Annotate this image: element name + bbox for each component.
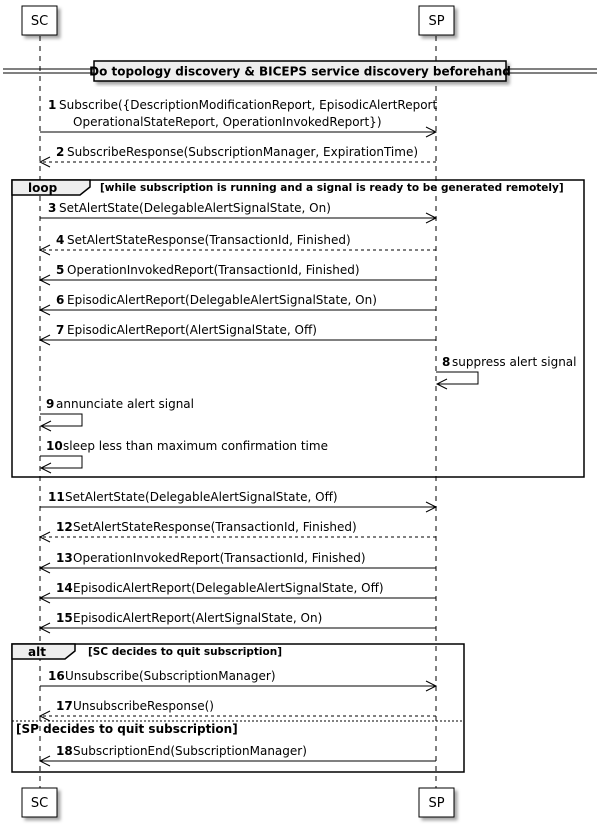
message-4-number: 4 <box>56 233 64 247</box>
message-2-arrowhead <box>38 156 51 168</box>
message-1-label-line-1: Subscribe({DescriptionModificationReport… <box>59 98 437 112</box>
message-12-number: 12 <box>56 520 73 534</box>
message-12-arrowhead <box>38 531 51 543</box>
message-16-number: 16 <box>48 669 65 683</box>
message-8-label: suppress alert signal <box>452 355 576 369</box>
message-4-arrowhead <box>38 244 51 256</box>
participant-sp-top: SP <box>418 5 455 36</box>
alt-guard-1: [SC decides to quit subscription] <box>88 646 282 658</box>
message-5-label-line-1: OperationInvokedReport(TransactionId, Fi… <box>67 263 360 277</box>
message-15-label-line-1: EpisodicAlertReport(AlertSignalState, On… <box>73 611 322 625</box>
message-1-arrowhead <box>425 126 438 138</box>
participant-sc-top: SC <box>21 5 58 36</box>
message-6-arrowhead <box>38 304 51 316</box>
alt-guard-2: [SP decides to quit subscription] <box>16 722 238 736</box>
alt-keyword: alt <box>28 645 46 659</box>
message-15-number: 15 <box>56 611 73 625</box>
divider: Do topology discovery & BICEPS service d… <box>3 60 597 82</box>
message-10-number: 10 <box>46 439 63 453</box>
message-1-label-line-2: OperationalStateReport, OperationInvoked… <box>73 115 382 129</box>
message-6-label-line-1: EpisodicAlertReport(DelegableAlertSignal… <box>67 293 377 307</box>
message-7-label-line-1: EpisodicAlertReport(AlertSignalState, Of… <box>67 323 317 337</box>
message-1-number: 1 <box>48 98 56 112</box>
message-14-label-line-1: EpisodicAlertReport(DelegableAlertSignal… <box>73 581 384 595</box>
message-3-number: 3 <box>48 201 56 215</box>
message-2-number: 2 <box>56 145 64 159</box>
message-3-arrowhead <box>425 212 438 224</box>
message-10-label: sleep less than maximum confirmation tim… <box>63 439 328 453</box>
participant-sp-bottom: SP <box>418 787 455 818</box>
message-8-line <box>436 371 479 385</box>
message-9-label: annunciate alert signal <box>56 397 194 411</box>
message-11-arrowhead <box>425 501 438 513</box>
message-17-label-line-1: UnsubscribeResponse() <box>73 699 214 713</box>
message-7-number: 7 <box>56 323 64 337</box>
message-10-line <box>40 455 83 469</box>
message-16-arrowhead <box>425 680 438 692</box>
message-18-label-line-1: SubscriptionEnd(SubscriptionManager) <box>73 744 307 758</box>
message-3-label-line-1: SetAlertState(DelegableAlertSignalState,… <box>59 201 331 215</box>
message-17-number: 17 <box>56 699 73 713</box>
message-4-label-line-1: SetAlertStateResponse(TransactionId, Fin… <box>67 233 351 247</box>
participant-sp-top-label: SP <box>428 14 444 29</box>
message-8-number: 8 <box>442 355 450 369</box>
message-14-number: 14 <box>56 581 73 595</box>
message-2-label-line-1: SubscribeResponse(SubscriptionManager, E… <box>67 145 418 159</box>
message-5-arrowhead <box>38 274 51 286</box>
message-13-label-line-1: OperationInvokedReport(TransactionId, Fi… <box>73 551 366 565</box>
message-18-arrowhead <box>38 755 51 767</box>
message-8-arrowhead <box>435 378 448 390</box>
participant-sc-bottom: SC <box>21 787 58 818</box>
message-18-number: 18 <box>56 744 73 758</box>
participant-sc-top-label: SC <box>31 14 48 29</box>
message-9-number: 9 <box>46 397 54 411</box>
message-13-arrowhead <box>38 562 51 574</box>
message-5-number: 5 <box>56 263 64 277</box>
loop-fragment: loop [while subscription is running and … <box>11 179 585 478</box>
message-11-label-line-1: SetAlertState(DelegableAlertSignalState,… <box>65 490 338 504</box>
message-16-label-line-1: Unsubscribe(SubscriptionManager) <box>65 669 276 683</box>
message-6-number: 6 <box>56 293 64 307</box>
loop-keyword: loop <box>28 181 58 195</box>
message-15-arrowhead <box>38 622 51 634</box>
message-11-number: 11 <box>48 490 65 504</box>
message-10-arrowhead <box>39 462 52 474</box>
message-17-arrowhead <box>38 710 51 722</box>
message-9-arrowhead <box>39 420 52 432</box>
message-14-arrowhead <box>38 592 51 604</box>
participant-sp-bottom-label: SP <box>428 796 444 811</box>
participant-sc-bottom-label: SC <box>31 796 48 811</box>
loop-guard: [while subscription is running and a sig… <box>100 182 564 194</box>
message-7-arrowhead <box>38 334 51 346</box>
divider-label: Do topology discovery & BICEPS service d… <box>89 65 511 79</box>
message-12-label-line-1: SetAlertStateResponse(TransactionId, Fin… <box>73 520 357 534</box>
message-13-number: 13 <box>56 551 73 565</box>
message-9-line <box>40 413 83 427</box>
alt-fragment: alt [SC decides to quit subscription] [S… <box>11 643 465 773</box>
